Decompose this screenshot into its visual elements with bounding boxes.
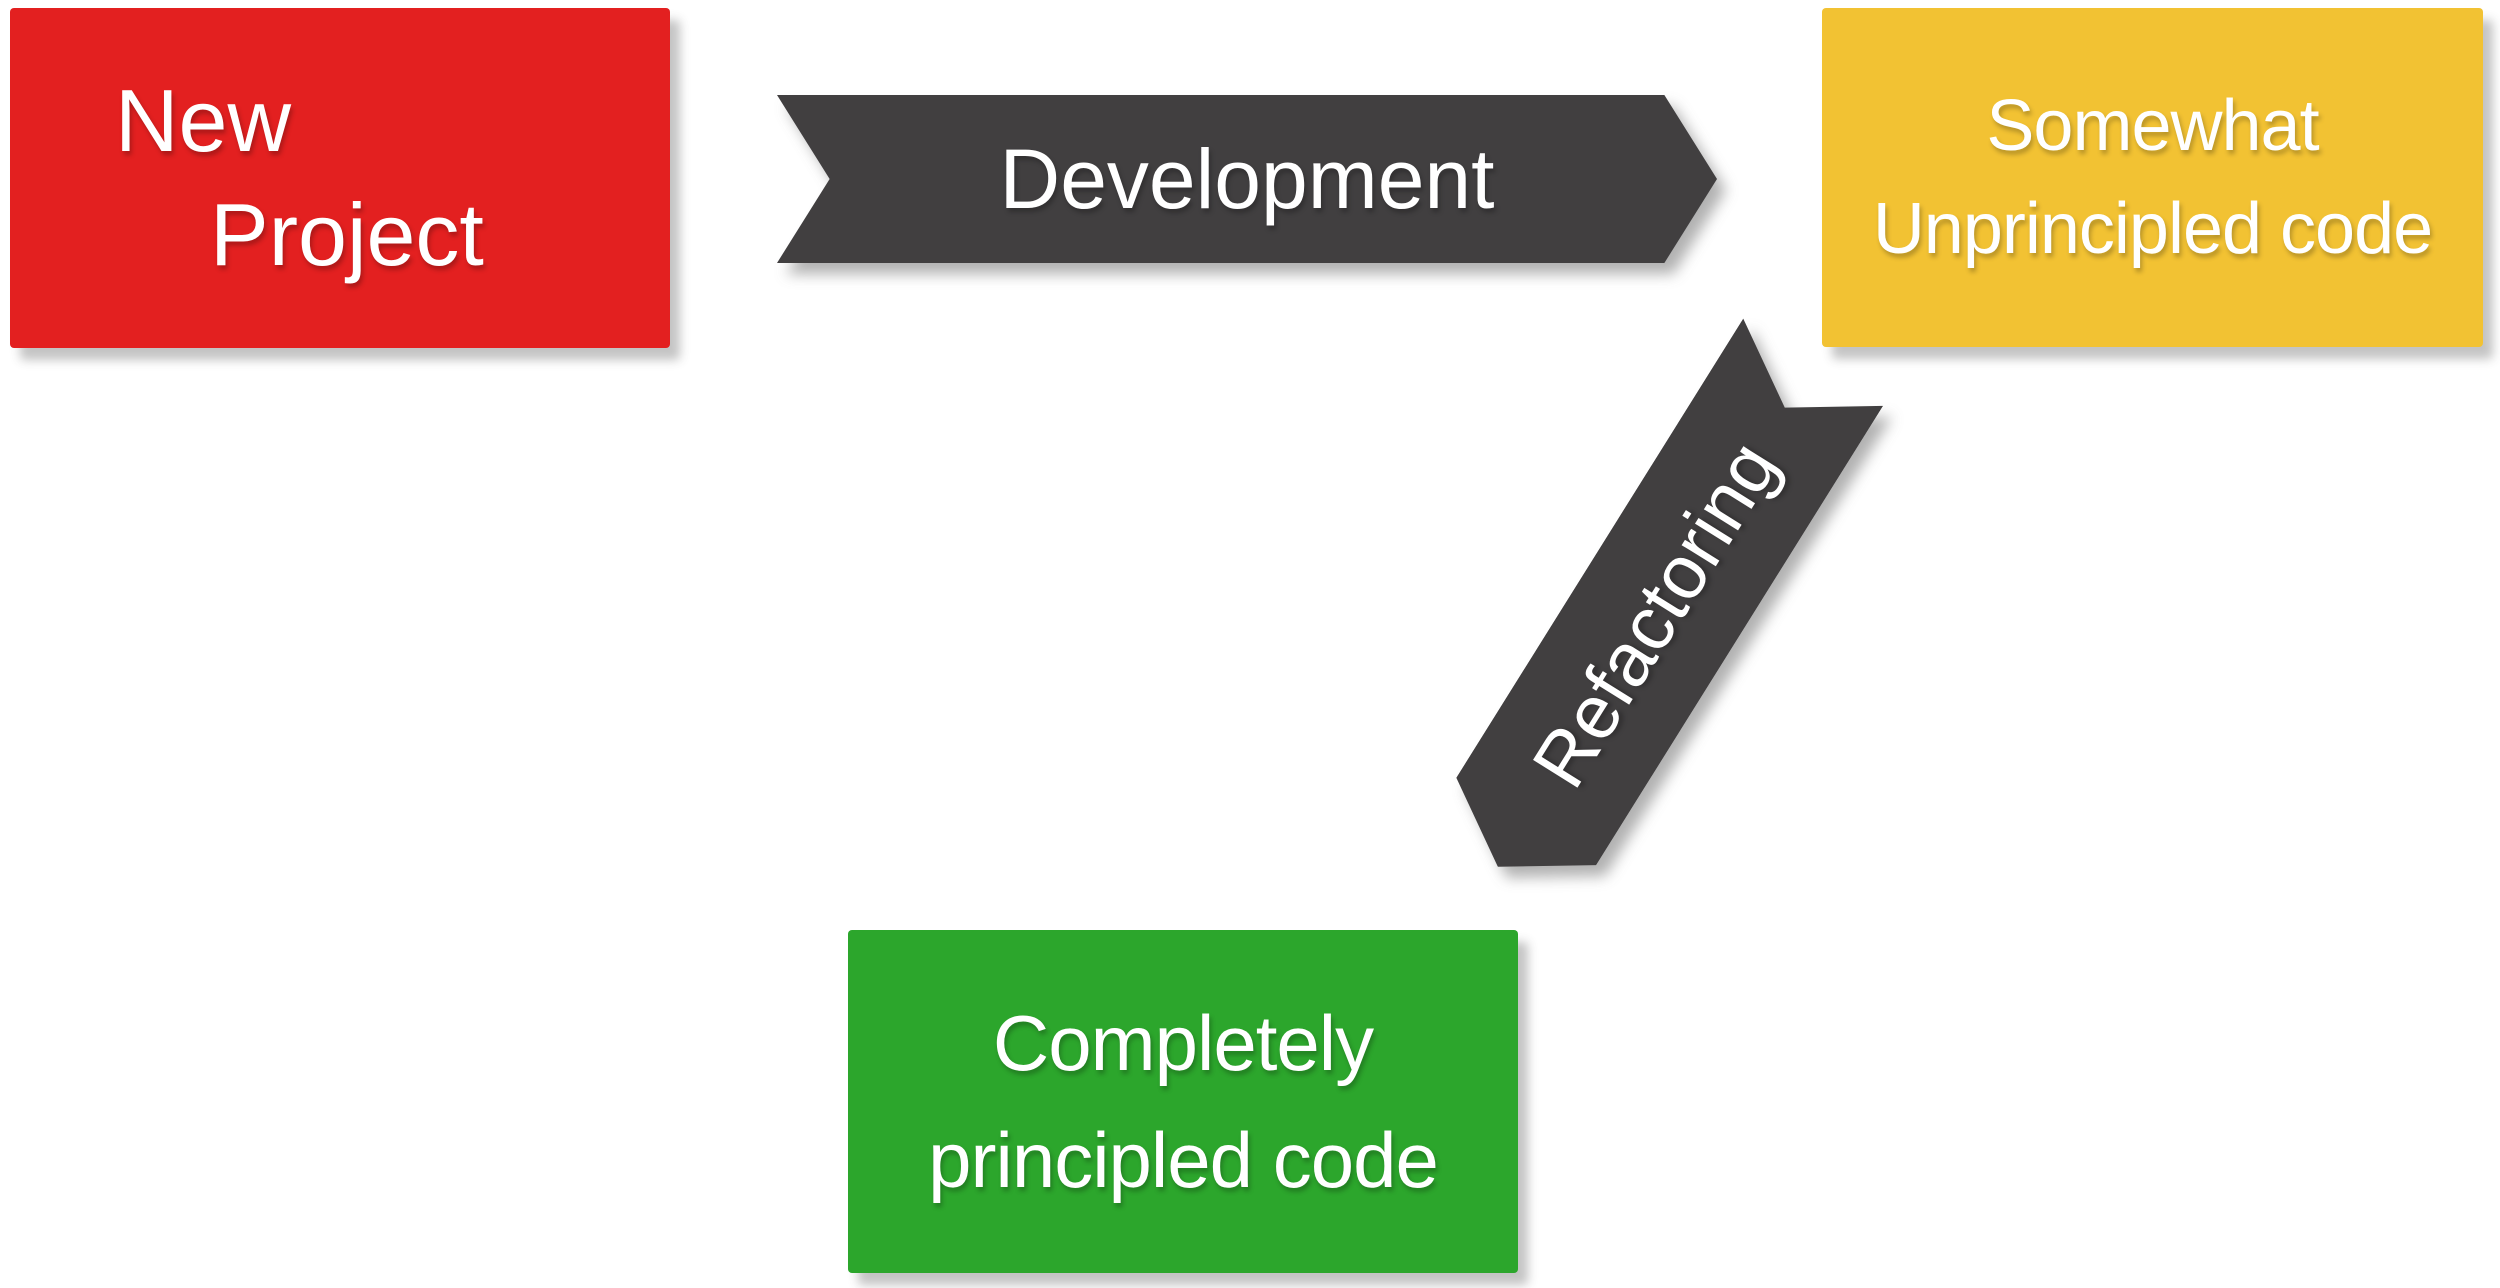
arrow-development: Development [777,95,1717,263]
node-new-project-line1: New [115,70,292,170]
arrow-refactoring: Refactoring [1358,532,1953,697]
node-principled-line2: principled code [928,1115,1439,1204]
node-new-project-line2: Project [210,185,484,284]
node-unprincipled-line1: Somewhat [1986,86,2319,167]
node-new-project: New Project [10,8,670,348]
node-completely-principled-code: Completely principled code [848,930,1518,1273]
node-principled-line1: Completely [992,998,1374,1087]
node-unprincipled-line2: Unprincipled code [1872,188,2433,269]
arrow-development-label: Development [999,131,1495,226]
arrow-refactoring-label: Refactoring [1516,427,1795,802]
arrow-refactoring-shape: Refactoring [1428,318,1883,910]
node-somewhat-unprincipled-code: Somewhat Unprincipled code [1822,8,2483,347]
arrow-development-shape: Development [777,95,1717,263]
